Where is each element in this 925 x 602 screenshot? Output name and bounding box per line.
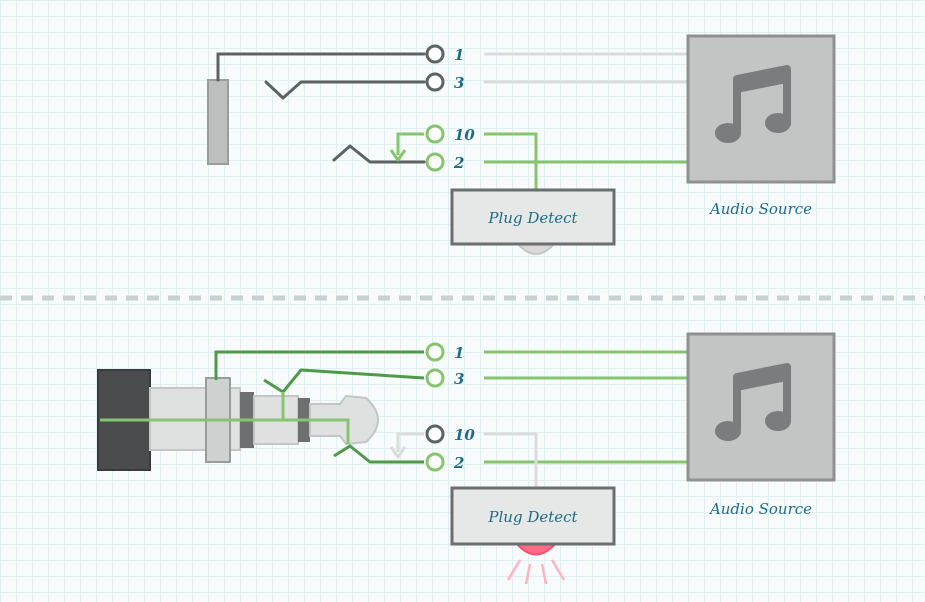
led-ray bbox=[506, 559, 522, 581]
music-note-icon bbox=[715, 363, 791, 441]
plug-detect-led bbox=[506, 542, 566, 585]
pin-10-label: 10 bbox=[454, 126, 475, 144]
contact-spring-2 bbox=[333, 444, 424, 464]
pin-3-label: 3 bbox=[454, 370, 464, 388]
audio-source-label: Audio Source bbox=[708, 500, 812, 518]
detect-wire bbox=[484, 432, 538, 488]
audio-source-box bbox=[686, 332, 836, 482]
pin-3-terminal bbox=[425, 368, 445, 388]
switch-arrow bbox=[389, 149, 407, 162]
switch-wire-10 bbox=[396, 132, 424, 155]
plug-detect-label: Plug Detect bbox=[487, 508, 578, 526]
plug-detect-label: Plug Detect bbox=[487, 209, 578, 227]
audio-source-box bbox=[686, 34, 836, 184]
pin-1-terminal bbox=[425, 44, 445, 64]
contact-tip-wire bbox=[100, 418, 350, 444]
pin-1-label: 1 bbox=[454, 344, 464, 362]
pin-2-terminal bbox=[425, 152, 445, 172]
jack-sleeve-contact bbox=[207, 79, 229, 165]
led-ray bbox=[524, 563, 532, 585]
audio-source-label: Audio Source bbox=[708, 200, 812, 218]
audio-source: Audio Source bbox=[686, 34, 836, 218]
pin-3-terminal bbox=[425, 72, 445, 92]
pin-1-label: 1 bbox=[454, 46, 464, 64]
switch-wire-10 bbox=[396, 432, 424, 452]
audio-source: Audio Source bbox=[686, 332, 836, 518]
pin-3-label: 3 bbox=[454, 74, 464, 92]
plug-detect-box bbox=[450, 486, 616, 546]
pin-2-terminal bbox=[425, 452, 445, 472]
contact-spring-2 bbox=[332, 144, 426, 164]
music-note-icon bbox=[715, 65, 791, 143]
plug-detect-box bbox=[450, 188, 616, 246]
pin-10-terminal bbox=[425, 124, 445, 144]
contact-wire-1 bbox=[216, 52, 426, 82]
audio-plug bbox=[97, 369, 379, 471]
pin-10-terminal bbox=[425, 424, 445, 444]
switch-arrow bbox=[389, 446, 407, 459]
led-ray bbox=[540, 563, 548, 585]
pin-2-label: 2 bbox=[453, 154, 464, 172]
led-ray bbox=[550, 559, 566, 581]
unplugged-panel: 1 3 10 2 Plug Detect Audio Source bbox=[207, 34, 836, 255]
contact-wire-1 bbox=[214, 350, 424, 380]
contact-spring-3 bbox=[264, 80, 426, 100]
pin-1-terminal bbox=[425, 342, 445, 362]
pin-10-label: 10 bbox=[454, 426, 475, 444]
contact-spring-3 bbox=[263, 368, 425, 394]
pin-2-label: 2 bbox=[453, 454, 464, 472]
detect-wire bbox=[484, 132, 538, 190]
plugged-panel: 1 3 10 2 Plug Detect bbox=[97, 332, 836, 585]
